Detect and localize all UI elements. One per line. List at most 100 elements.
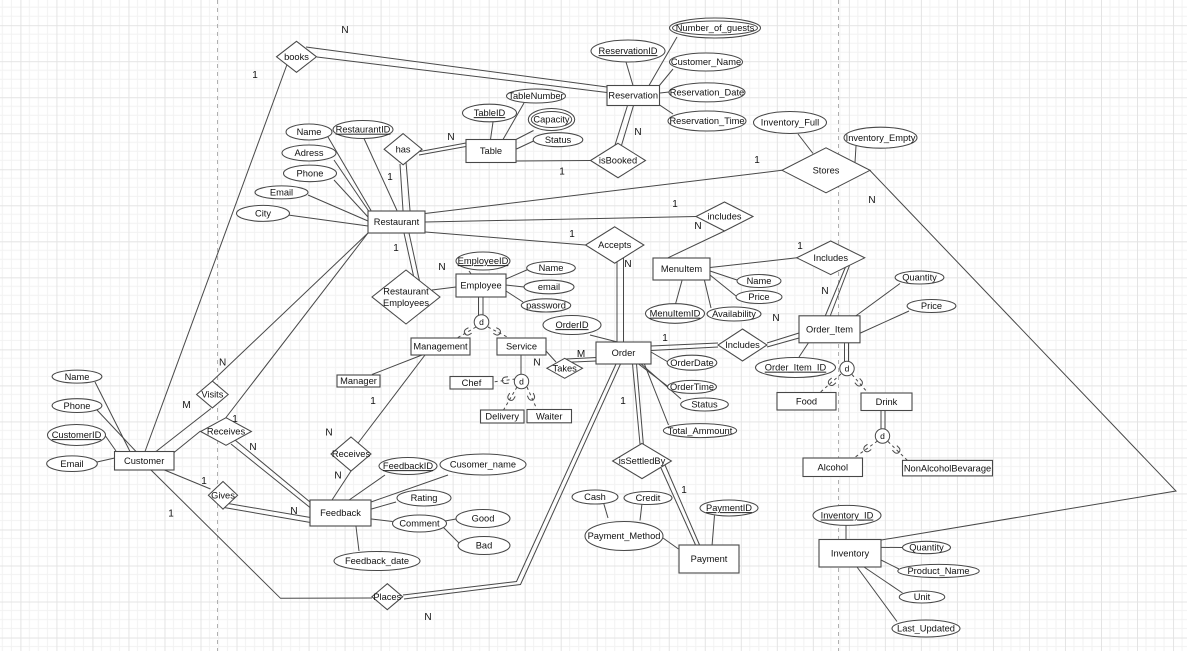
svg-text:MenuItemID: MenuItemID [650,309,701,319]
svg-text:Reservation_Time: Reservation_Time [669,116,744,126]
svg-text:1: 1 [252,70,258,81]
svg-text:Unit: Unit [914,592,931,602]
svg-text:Alcohol: Alcohol [818,462,849,472]
svg-text:Order: Order [612,348,636,358]
svg-text:N: N [533,358,540,369]
svg-text:Food: Food [796,396,817,406]
svg-text:Accepts: Accepts [598,240,631,250]
svg-text:Reservation_Date: Reservation_Date [670,88,744,98]
svg-text:N: N [447,132,454,143]
svg-text:1: 1 [672,199,678,210]
svg-text:Email: Email [60,459,83,469]
svg-text:1: 1 [797,241,803,252]
svg-text:M: M [182,400,190,411]
svg-text:N: N [290,506,297,517]
svg-text:1: 1 [370,396,376,407]
svg-text:N: N [772,313,779,324]
svg-text:TableNumber: TableNumber [508,91,563,101]
svg-text:Order_Item: Order_Item [806,325,853,335]
svg-text:Delivery: Delivery [485,412,519,422]
svg-text:N: N [634,127,641,138]
svg-text:N: N [341,25,348,36]
svg-text:Name: Name [297,127,322,137]
svg-text:N: N [219,358,226,369]
svg-text:N: N [325,428,332,439]
svg-text:N: N [249,442,256,453]
svg-text:Includes: Includes [813,253,848,263]
svg-text:Rating: Rating [411,493,438,503]
svg-text:Cash: Cash [584,492,606,502]
svg-text:Order_Item_ID: Order_Item_ID [765,363,827,373]
svg-text:M: M [577,349,585,360]
svg-text:Phone: Phone [297,169,324,179]
svg-text:d: d [880,431,885,441]
svg-text:Places: Places [373,592,401,602]
svg-text:Customer_Name: Customer_Name [671,57,741,67]
svg-text:Employee: Employee [460,281,501,291]
svg-text:Price: Price [748,292,769,302]
svg-text:1: 1 [232,414,238,425]
svg-text:1: 1 [662,333,668,344]
svg-text:1: 1 [393,243,399,254]
svg-text:N: N [694,221,701,232]
svg-text:Price: Price [921,301,942,311]
svg-text:Credit: Credit [636,493,661,503]
svg-text:1: 1 [681,485,687,496]
svg-text:Restaurant: Restaurant [374,217,420,227]
svg-text:1: 1 [387,172,393,183]
svg-text:Status: Status [691,400,718,410]
svg-text:Inventory_ID: Inventory_ID [821,511,874,521]
svg-text:Name: Name [539,263,564,273]
svg-text:Phone: Phone [64,401,91,411]
svg-text:Name: Name [747,276,772,286]
svg-text:Reservation: Reservation [608,91,658,101]
svg-text:TableID: TableID [474,108,506,118]
svg-text:Visits: Visits [201,390,223,400]
svg-text:Number_of_guests: Number_of_guests [676,23,755,33]
svg-text:Quantity: Quantity [902,273,937,283]
svg-text:books: books [284,52,309,62]
svg-text:N: N [868,195,875,206]
svg-text:CustomerID: CustomerID [52,430,102,440]
svg-text:Chef: Chef [462,378,482,388]
svg-text:OrderTime: OrderTime [670,382,714,392]
svg-text:Name: Name [65,372,90,382]
svg-text:Comment: Comment [399,519,440,529]
svg-text:Total_Ammount: Total_Ammount [668,426,733,436]
svg-text:1: 1 [620,396,626,407]
svg-text:1: 1 [201,476,207,487]
svg-text:Restaurant: Restaurant [383,287,429,297]
svg-text:Employees: Employees [383,298,429,308]
svg-text:Inventory: Inventory [831,549,870,559]
svg-text:Status: Status [545,135,572,145]
svg-text:1: 1 [559,167,565,178]
svg-text:Availability: Availability [712,309,756,319]
svg-text:Good: Good [472,514,495,524]
svg-text:City: City [255,209,271,219]
svg-text:Management: Management [413,342,468,352]
svg-text:has: has [396,144,411,154]
svg-text:PaymentID: PaymentID [706,503,752,513]
svg-text:FeedbackID: FeedbackID [383,461,433,471]
svg-text:N: N [624,259,631,270]
svg-text:Stores: Stores [813,166,840,176]
svg-text:Includes: Includes [725,340,760,350]
svg-text:NonAlcoholBevarage: NonAlcoholBevarage [904,463,991,473]
svg-text:email: email [538,282,560,292]
svg-text:Receives: Receives [332,449,371,459]
svg-text:1: 1 [754,155,760,166]
svg-text:N: N [821,286,828,297]
svg-text:Drink: Drink [876,397,898,407]
svg-text:Product_Name: Product_Name [907,566,969,576]
svg-text:d: d [479,317,484,327]
svg-text:Cusomer_name: Cusomer_name [450,460,516,470]
svg-text:includes: includes [707,212,741,222]
svg-text:Gives: Gives [211,491,235,501]
svg-text:Receives: Receives [207,427,246,437]
svg-text:Quantity: Quantity [909,543,944,553]
svg-text:Adress: Adress [295,148,324,158]
svg-text:Last_Updated: Last_Updated [897,624,955,634]
svg-text:N: N [334,471,341,482]
svg-text:ReservationID: ReservationID [599,46,658,56]
svg-text:N: N [438,262,445,273]
